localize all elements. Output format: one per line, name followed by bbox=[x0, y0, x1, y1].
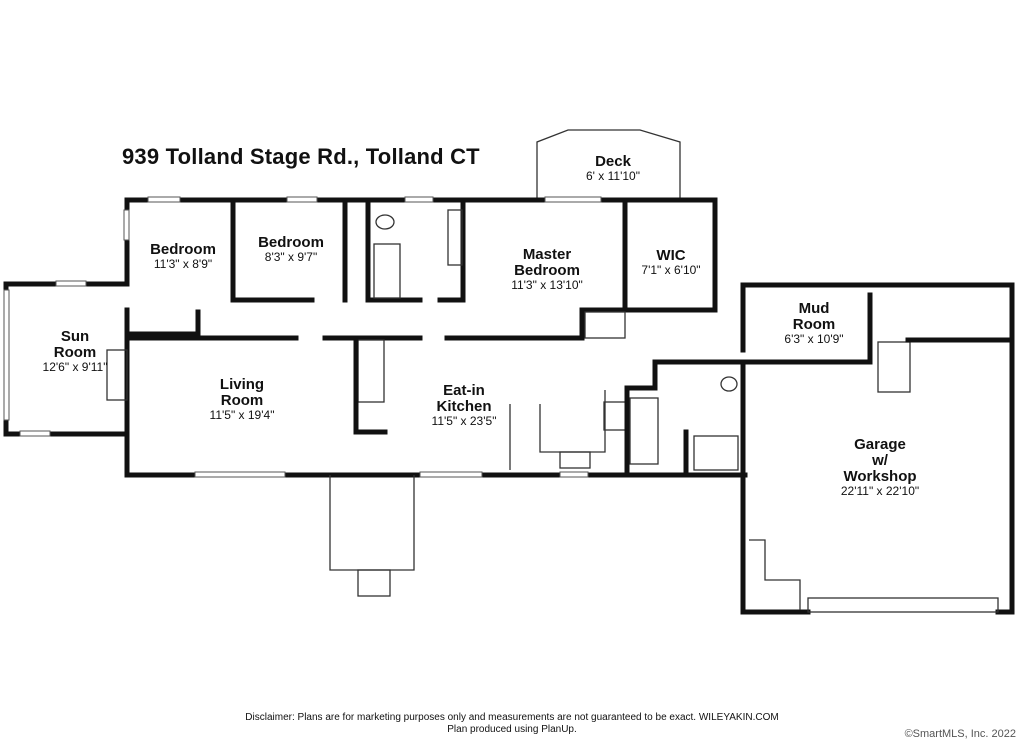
bathtub bbox=[373, 243, 401, 299]
garage-name: w/ bbox=[871, 452, 889, 469]
bedroom-1-name: Bedroom bbox=[150, 241, 216, 258]
shower bbox=[693, 435, 739, 471]
wic-name: WIC bbox=[656, 247, 685, 264]
garage-wall bbox=[740, 359, 811, 615]
sun-room-name: Room bbox=[54, 344, 97, 361]
sun-room-window bbox=[3, 289, 10, 421]
vanity bbox=[447, 209, 463, 266]
closet bbox=[584, 311, 626, 339]
garage-dimensions: 22'11" x 22'10" bbox=[841, 484, 919, 498]
master-bedroom-name: Master bbox=[523, 246, 572, 263]
window bbox=[147, 196, 181, 203]
living-room-dimensions: 11'5" x 19'4" bbox=[210, 408, 275, 422]
toilet bbox=[375, 214, 395, 230]
sun-room-window bbox=[55, 280, 87, 287]
main-wall-south bbox=[124, 427, 748, 478]
mud-room-walls bbox=[740, 282, 1015, 353]
bedroom-1-dimensions: 11'3" x 8'9" bbox=[154, 257, 212, 271]
window bbox=[123, 209, 130, 241]
garage-stairs bbox=[877, 341, 911, 393]
window bbox=[286, 196, 318, 203]
workbench bbox=[749, 539, 801, 610]
sun-room-dimensions: 12'6" x 9'11" bbox=[43, 360, 108, 374]
garage-name: Workshop bbox=[843, 468, 916, 485]
master-wall-south bbox=[579, 307, 718, 341]
window bbox=[194, 471, 286, 478]
deck-name: Deck bbox=[595, 153, 632, 170]
master-bedroom-name: Bedroom bbox=[514, 262, 580, 279]
utility-wall bbox=[624, 359, 748, 473]
front-steps bbox=[357, 569, 391, 597]
bedroom-2-name: Bedroom bbox=[258, 234, 324, 251]
mud-room-name: Mud bbox=[799, 300, 830, 317]
living-room-name: Living bbox=[220, 376, 264, 393]
toilet bbox=[720, 376, 738, 392]
disclaimer-line-2: Plan produced using PlanUp. bbox=[447, 724, 577, 735]
sun-room-name: Sun bbox=[61, 328, 89, 345]
mud-room-dimensions: 6'3" x 10'9" bbox=[784, 332, 843, 346]
kitchen-sink bbox=[559, 451, 591, 469]
master-bedroom-dimensions: 11'3" x 13'10" bbox=[511, 278, 583, 292]
eat-in-kitchen-name: Eat-in bbox=[443, 382, 485, 399]
garage-name: Garage bbox=[854, 436, 906, 453]
living-room-name: Room bbox=[221, 392, 264, 409]
disclaimer-line-1: Disclaimer: Plans are for marketing purp… bbox=[245, 712, 779, 723]
window bbox=[559, 471, 589, 478]
washer-dryer bbox=[629, 397, 659, 465]
wic-dimensions: 7'1" x 6'10" bbox=[641, 263, 700, 277]
deck-dimensions: 6' x 11'10" bbox=[586, 169, 640, 183]
window bbox=[544, 196, 602, 203]
plan-title: 939 Tolland Stage Rd., Tolland CT bbox=[122, 144, 480, 169]
disclaimer: Disclaimer: Plans are for marketing purp… bbox=[0, 712, 1024, 736]
copyright: ©SmartMLS, Inc. 2022 bbox=[904, 728, 1016, 740]
mud-room-name: Room bbox=[793, 316, 836, 333]
window bbox=[419, 471, 483, 478]
bedroom-2-dimensions: 8'3" x 9'7" bbox=[265, 250, 317, 264]
eat-in-kitchen-dimensions: 11'5" x 23'5" bbox=[432, 414, 497, 428]
garage-wall bbox=[995, 337, 1015, 615]
window bbox=[404, 196, 434, 203]
garage-door bbox=[807, 597, 999, 613]
eat-in-kitchen-name: Kitchen bbox=[436, 398, 491, 415]
sun-room-window bbox=[19, 430, 51, 437]
sun-room-step bbox=[106, 349, 128, 401]
